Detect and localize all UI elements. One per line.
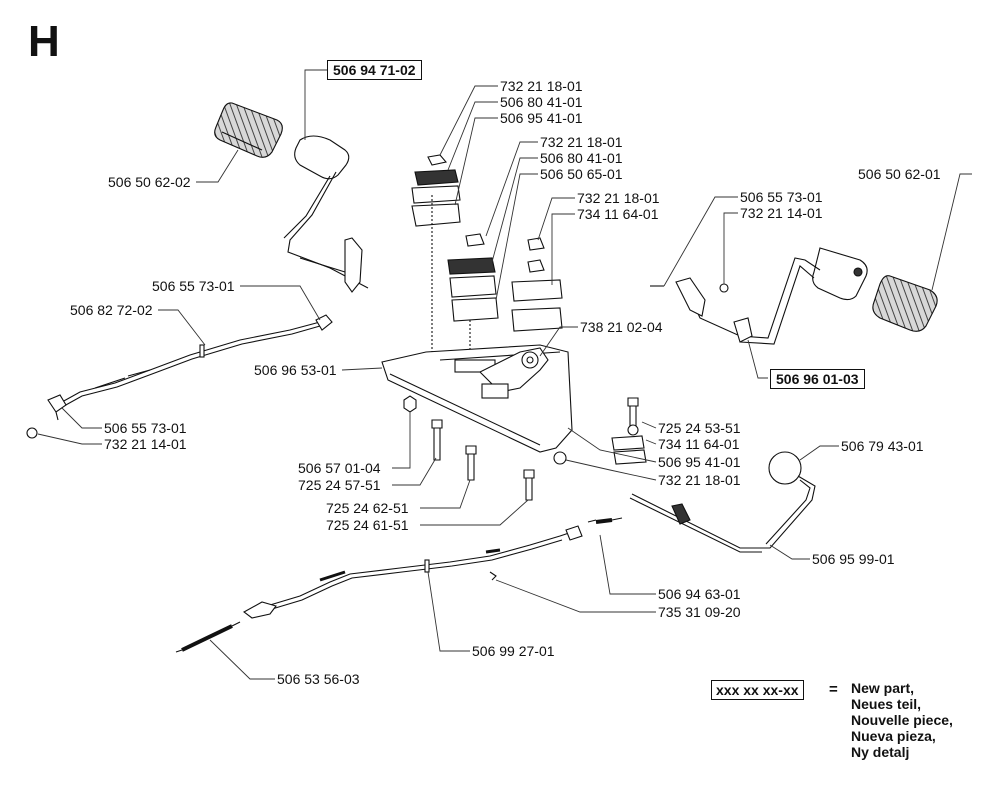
legend-description: New part, Neues teil, Nouvelle piece, Nu…	[851, 680, 953, 760]
callout-c11: 506 55 73-01	[152, 278, 235, 294]
callout-c18: 506 96 01-03	[770, 369, 865, 389]
pedal-pad-left	[214, 102, 283, 158]
callout-c03: 506 80 41-01	[500, 94, 583, 110]
callout-c23: 506 95 41-01	[658, 454, 741, 470]
legend-line: Ny detalj	[851, 744, 910, 760]
callout-c33: 506 99 27-01	[472, 643, 555, 659]
callout-c02: 732 21 18-01	[500, 78, 583, 94]
pedal-pad-right	[872, 275, 938, 332]
section-letter: H	[28, 17, 60, 66]
callout-c05: 732 21 18-01	[540, 134, 623, 150]
callout-c22: 734 11 64-01	[658, 436, 740, 452]
pedal-arm-right	[650, 247, 868, 345]
callout-c20: 732 21 14-01	[740, 205, 823, 221]
legend-line: New part,	[851, 680, 915, 696]
mounting-plate	[381, 344, 573, 453]
callout-c10: 506 50 62-02	[108, 174, 191, 190]
callout-c13: 506 96 53-01	[254, 362, 337, 378]
cable-lower	[242, 517, 623, 619]
callout-c14: 738 21 02-04	[580, 319, 663, 335]
callout-c32: 735 31 09-20	[658, 604, 741, 620]
callout-c01: 506 94 71-02	[327, 60, 422, 80]
callout-c27: 725 24 57-51	[298, 477, 381, 493]
callout-c26: 506 57 01-04	[298, 460, 381, 476]
callout-c09: 734 11 64-01	[577, 206, 659, 222]
legend-line: Nouvelle piece,	[851, 712, 953, 728]
left-pedal-assembly	[214, 102, 369, 293]
callout-c12: 506 82 72-02	[70, 302, 153, 318]
pedal-arm-left	[283, 135, 369, 293]
callout-c06: 506 80 41-01	[540, 150, 623, 166]
legend-line: Nueva pieza,	[851, 728, 936, 744]
clamp-stack-top	[411, 154, 461, 360]
bolts-under-plate	[403, 395, 535, 501]
clamp-stack-right	[511, 237, 563, 332]
callout-c34: 506 53 56-03	[277, 671, 360, 687]
callout-c31: 506 94 63-01	[658, 586, 741, 602]
clamp-stack-middle	[447, 233, 499, 350]
callout-c30: 506 95 99-01	[812, 551, 895, 567]
legend-code-box: xxx xx xx-xx	[711, 680, 804, 700]
callout-c21: 725 24 53-51	[658, 420, 741, 436]
legend-line: Neues teil,	[851, 696, 922, 712]
callout-c19: 506 55 73-01	[740, 189, 823, 205]
callout-c25: 506 79 43-01	[841, 438, 924, 454]
legend-equals: =	[829, 681, 838, 698]
callout-c04: 506 95 41-01	[500, 110, 583, 126]
callout-c07: 506 50 65-01	[540, 166, 623, 182]
shift-lever	[629, 451, 816, 553]
leader-lines	[37, 69, 972, 680]
callout-c17: 506 50 62-01	[858, 166, 941, 182]
callout-c16: 732 21 14-01	[104, 436, 187, 452]
callout-c15: 506 55 73-01	[104, 420, 187, 436]
callout-c28: 725 24 62-51	[326, 500, 409, 516]
spring-lower-left	[175, 621, 241, 653]
right-pedal-assembly	[650, 247, 938, 345]
callout-c29: 725 24 61-51	[326, 517, 409, 533]
right-clamp-assembly	[553, 397, 647, 465]
callout-c08: 732 21 18-01	[577, 190, 660, 206]
cable-left-upper	[26, 314, 333, 439]
callout-c24: 732 21 18-01	[658, 472, 741, 488]
